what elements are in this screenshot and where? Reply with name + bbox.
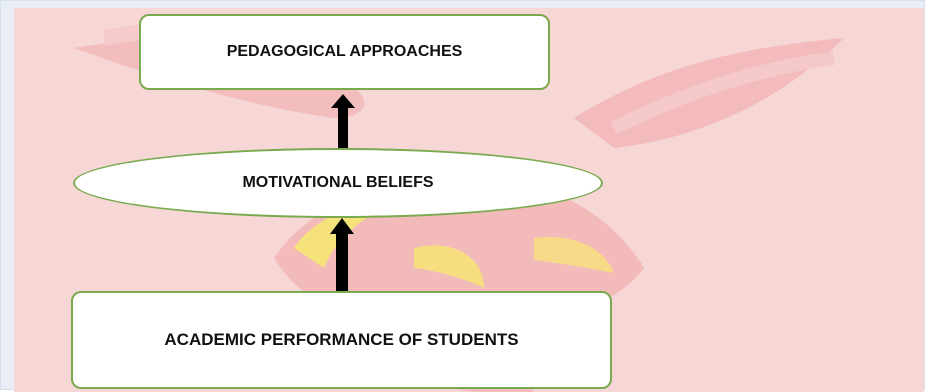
node-label: PEDAGOGICAL APPROACHES: [226, 43, 463, 60]
node-label: ACADEMIC PERFORMANCE OF STUDENTS: [164, 330, 519, 349]
node-label: MOTIVATIONAL BELIEFS: [242, 174, 434, 191]
node-motivational-beliefs: MOTIVATIONAL BELIEFS: [73, 148, 603, 218]
arrow-up-icon: [331, 94, 355, 148]
node-pedagogical-approaches: PEDAGOGICAL APPROACHES: [139, 14, 550, 90]
arrow-up-icon: [330, 218, 354, 292]
node-academic-performance: ACADEMIC PERFORMANCE OF STUDENTS: [71, 291, 612, 389]
